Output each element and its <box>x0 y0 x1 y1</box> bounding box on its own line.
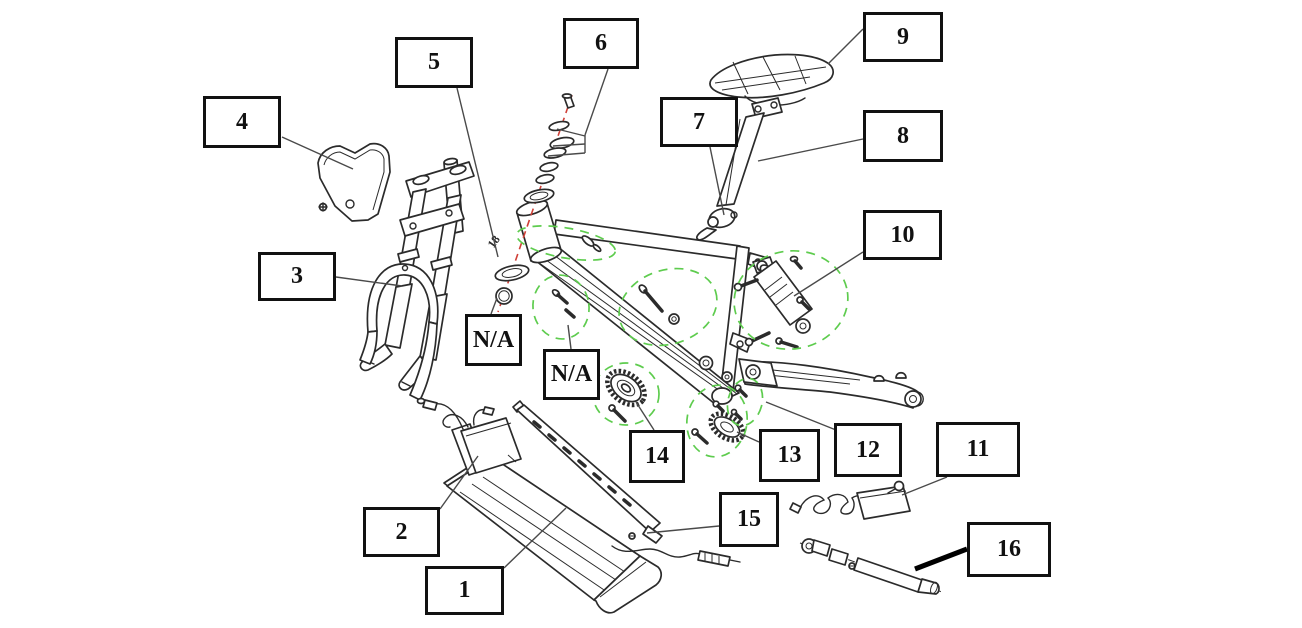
callout-label-10: 10 <box>890 221 915 248</box>
leader-line-7 <box>709 146 725 216</box>
callout-label-na-2: N/A <box>550 361 593 387</box>
callout-box-3: 3 <box>258 252 336 301</box>
battery-rail <box>512 400 663 544</box>
callout-label-1: 1 <box>458 577 471 603</box>
leader-lines <box>281 28 968 572</box>
leader-line-4 <box>281 136 354 170</box>
callout-box-na-1: N/A <box>465 314 522 366</box>
leader-line-13 <box>736 431 760 443</box>
leader-line-6 <box>584 68 609 136</box>
callout-label-6: 6 <box>595 30 607 56</box>
callout-label-13: 13 <box>777 442 802 468</box>
swingarm <box>738 358 924 409</box>
callout-box-15: 15 <box>719 492 779 547</box>
callout-box-1: 1 <box>425 566 504 615</box>
callout-box-2: 2 <box>363 507 440 557</box>
headset-centerline <box>497 94 573 313</box>
leader-line-na-2 <box>567 324 572 350</box>
saddle <box>709 53 834 106</box>
charger <box>789 480 911 520</box>
callout-box-9: 9 <box>863 12 943 62</box>
pivot-hardware <box>698 355 748 413</box>
callout-box-na-2: N/A <box>543 349 600 400</box>
leader-line-na-1 <box>490 297 498 315</box>
leader-line-15 <box>646 525 720 534</box>
leader-line-6 <box>556 128 586 137</box>
controller <box>416 397 522 476</box>
callout-label-5: 5 <box>428 49 440 75</box>
callout-box-8: 8 <box>863 110 943 162</box>
leader-line-12 <box>765 401 837 431</box>
callout-box-6: 6 <box>563 18 639 69</box>
leader-line-2 <box>439 455 479 510</box>
callout-box-5: 5 <box>395 37 473 88</box>
shock-pump <box>799 538 943 595</box>
callout-box-14: 14 <box>629 430 685 483</box>
callout-label-11: 11 <box>966 436 990 462</box>
leader-line-1 <box>503 507 567 569</box>
frame: 18 <box>485 199 769 405</box>
callout-box-10: 10 <box>863 210 942 260</box>
callout-box-16: 16 <box>967 522 1051 577</box>
leader-line-14 <box>635 401 655 431</box>
leader-line-8 <box>757 138 864 162</box>
callout-label-na-1: N/A <box>472 326 515 353</box>
callout-label-2: 2 <box>395 518 408 545</box>
callout-label-4: 4 <box>236 108 248 135</box>
callout-label-16: 16 <box>997 536 1021 562</box>
leader-line-5 <box>456 87 499 258</box>
callout-box-13: 13 <box>759 429 820 482</box>
callout-box-7: 7 <box>660 97 738 147</box>
callout-label-9: 9 <box>897 23 909 50</box>
callout-label-3: 3 <box>291 263 303 289</box>
seatpost-clamp <box>696 207 738 241</box>
number-plate <box>317 142 391 222</box>
leader-line-11 <box>901 476 948 496</box>
seatpost <box>716 97 783 207</box>
chainring-large <box>605 368 647 423</box>
leader-line-16 <box>914 546 968 572</box>
leader-line-6 <box>552 143 586 147</box>
callout-label-8: 8 <box>897 122 909 149</box>
callout-label-15: 15 <box>737 506 761 532</box>
callout-box-11: 11 <box>936 422 1020 477</box>
chainring-small <box>691 408 746 445</box>
leader-line-3 <box>335 276 403 287</box>
callout-label-14: 14 <box>645 443 669 469</box>
leader-line-10 <box>793 251 864 297</box>
wiring-harness <box>611 545 741 567</box>
callout-box-4: 4 <box>203 96 281 148</box>
callout-label-12: 12 <box>856 436 880 463</box>
headset-parts <box>494 93 575 313</box>
leader-line-9 <box>827 28 864 65</box>
leader-line-6 <box>547 152 586 157</box>
callout-box-12: 12 <box>834 423 902 477</box>
rear-shock <box>733 255 813 349</box>
callout-label-7: 7 <box>693 108 705 135</box>
front-fork <box>359 157 475 401</box>
